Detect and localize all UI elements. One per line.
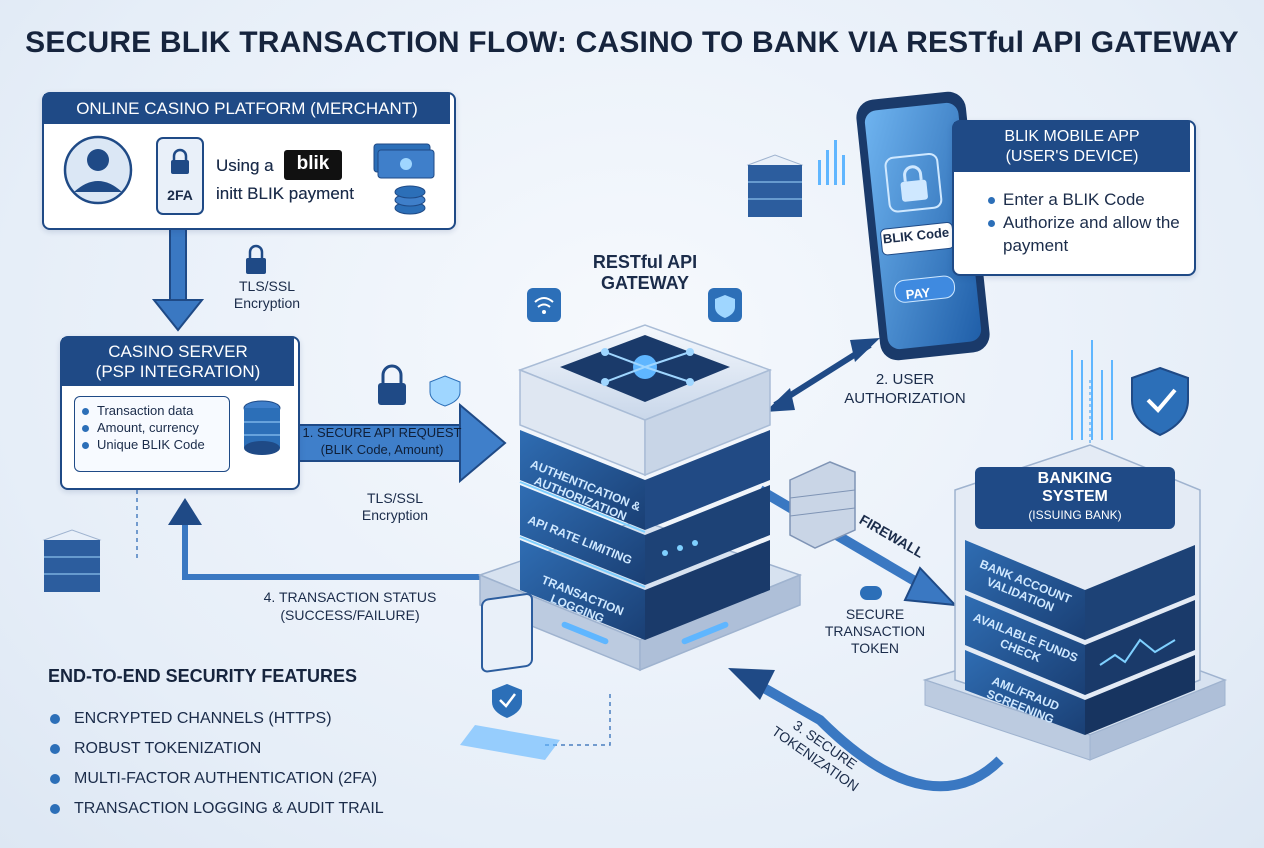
tls-label-mid: TLS/SSL Encryption <box>345 490 445 524</box>
arrow-secure-api-request <box>294 402 507 484</box>
casino-server-items: Transaction data Amount, currency Unique… <box>82 402 205 453</box>
arrow-user-authorization <box>765 338 880 412</box>
casino-platform-text-1-front: Using a <box>216 156 274 175</box>
step4-line2: (SUCCESS/FAILURE) <box>280 607 420 623</box>
list-item: Enter a BLIK Code <box>988 188 1188 211</box>
tls-top-line2: Encryption <box>233 295 301 311</box>
security-list: ENCRYPTED CHANNELS (HTTPS) ROBUST TOKENI… <box>50 704 384 824</box>
step4-label: 4. TRANSACTION STATUS (SUCCESS/FAILURE) <box>250 588 450 624</box>
step4-line1: 4. TRANSACTION STATUS <box>263 589 437 605</box>
shield-icon <box>429 375 461 407</box>
arrow-platform-to-server <box>151 224 205 332</box>
blik-app-header: BLIK MOBILE APP (USER'S DEVICE) <box>954 122 1190 172</box>
banking-subtitle: (ISSUING BANK) <box>1028 508 1122 522</box>
shield-icon <box>708 288 742 322</box>
blik-logo-text-front: blik <box>296 153 330 174</box>
api-gateway-stack <box>477 324 803 672</box>
casino-platform-text-1: Using a <box>216 156 274 175</box>
banking-header: BANKING SYSTEM (ISSUING BANK) <box>975 470 1175 524</box>
coins-icon <box>394 185 426 215</box>
tls-label-top: TLS/SSL Encryption <box>222 278 312 312</box>
banking-title-2: SYSTEM <box>1042 488 1108 505</box>
tablet-shield-icon <box>460 593 560 760</box>
blik-app-title: BLIK MOBILE APP <box>1004 128 1140 145</box>
2fa-label-front: 2FA <box>167 187 193 203</box>
blik-app-subtitle: (USER'S DEVICE) <box>1005 148 1139 165</box>
list-item: Transaction data <box>82 402 205 419</box>
casino-platform-header: ONLINE CASINO PLATFORM (MERCHANT) <box>44 94 450 124</box>
server-icon <box>42 529 102 592</box>
shield-icon <box>1131 366 1189 437</box>
lock-icon <box>378 364 406 405</box>
list-item: ROBUST TOKENIZATION <box>50 734 384 764</box>
wifi-icon <box>527 288 561 322</box>
blik-logo <box>284 150 342 180</box>
casino-platform-text-2: initt BLIK payment <box>216 184 354 203</box>
arrow-transaction-status <box>168 498 480 580</box>
blik-app-items: Enter a BLIK Code Authorize and allow th… <box>988 188 1188 257</box>
list-item: Authorize and allow the payment <box>988 211 1188 257</box>
tls-top-line1: TLS/SSL <box>238 278 296 294</box>
tls-mid-line1: TLS/SSL <box>366 490 424 506</box>
data-glow <box>1071 340 1113 440</box>
tls-mid-line2: Encryption <box>361 507 429 523</box>
list-item: Unique BLIK Code <box>82 436 205 453</box>
step2-label: 2. USER AUTHORIZATION <box>830 370 980 408</box>
banking-stack <box>922 444 1228 761</box>
transaction-data-box <box>74 396 230 472</box>
token-icon <box>860 586 882 600</box>
step1-line1: 1. SECURE API REQUEST <box>302 425 462 440</box>
token-line3: TOKEN <box>851 640 899 656</box>
api-gateway-label: RESTful API GATEWAY <box>570 252 720 294</box>
page-title: SECURE BLIK TRANSACTION FLOW: CASINO TO … <box>25 26 1239 59</box>
step2-line1: 2. USER <box>875 371 935 388</box>
list-item: Amount, currency <box>82 419 205 436</box>
casino-platform-icons <box>63 135 435 215</box>
database-icon <box>243 400 281 455</box>
step1-label: 1. SECURE API REQUEST (BLIK Code, Amount… <box>296 424 468 458</box>
arrow-secure-tokenization <box>728 668 1004 792</box>
casino-server-title: CASINO SERVER <box>108 342 248 361</box>
phone-2fa-icon <box>156 137 204 215</box>
security-heading: END-TO-END SECURITY FEATURES <box>48 666 358 686</box>
lock-icon <box>246 244 266 274</box>
signal-icon <box>818 140 845 185</box>
list-item: ENCRYPTED CHANNELS (HTTPS) <box>50 704 384 734</box>
step2-line2: AUTHORIZATION <box>844 390 966 407</box>
user-icon <box>63 135 133 205</box>
firewall-icon <box>789 461 856 549</box>
casino-platform-text-2-front: initt BLIK payment <box>216 184 354 203</box>
banking-title-1: BANKING <box>1037 470 1113 487</box>
list-item: TRANSACTION LOGGING & AUDIT TRAIL <box>50 794 384 824</box>
casino-server-subtitle: (PSP INTEGRATION) <box>95 362 261 381</box>
cash-icon <box>373 143 435 179</box>
arrow-to-banking <box>757 485 958 607</box>
list-item: MULTI-FACTOR AUTHENTICATION (2FA) <box>50 764 384 794</box>
step1-line2: (BLIK Code, Amount) <box>320 442 444 457</box>
server-icon <box>746 154 804 217</box>
api-gateway-subtitle: GATEWAY <box>600 273 689 293</box>
api-gateway-title: RESTful API <box>592 252 698 272</box>
token-line1: SECURE <box>845 606 905 622</box>
token-label: SECURE TRANSACTION TOKEN <box>810 606 940 657</box>
token-line2: TRANSACTION <box>824 623 926 639</box>
casino-server-header: CASINO SERVER (PSP INTEGRATION) <box>62 338 294 386</box>
